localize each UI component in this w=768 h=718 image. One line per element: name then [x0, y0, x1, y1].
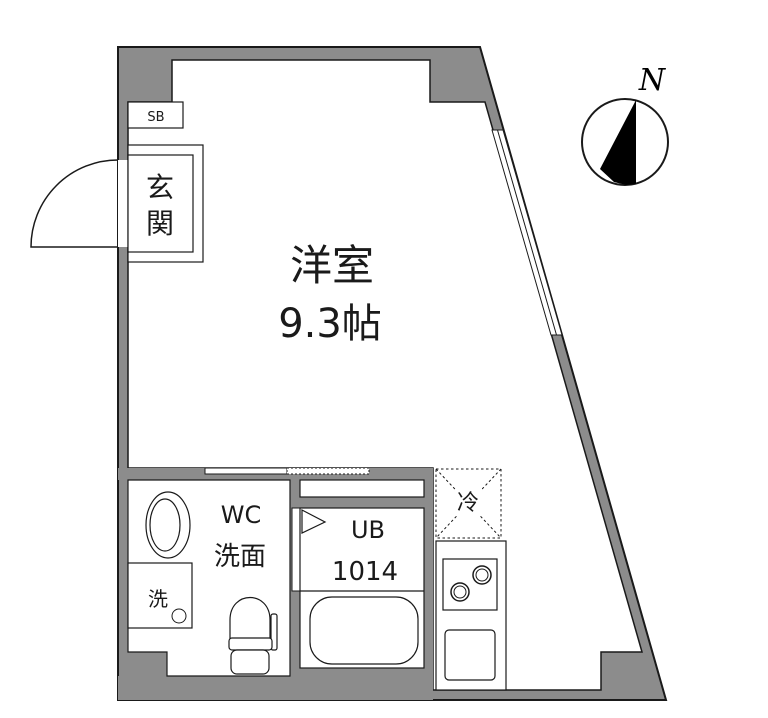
burner-icon [450, 582, 470, 602]
door-swing-icon [301, 509, 327, 534]
wc-sub-label: 洗面 [214, 542, 266, 572]
entrance-label-1: 玄 [146, 171, 174, 204]
bath-label: UB [351, 516, 385, 544]
shoe-box-label: SB [147, 110, 164, 125]
washer-label: 洗 [148, 587, 168, 611]
bathtub-icon [309, 596, 419, 665]
stove [442, 558, 498, 611]
western-room-size: 9.3帖 [278, 301, 382, 347]
fridge-label: 冷 [457, 491, 479, 516]
window-east [491, 129, 563, 336]
window-solid [204, 467, 288, 475]
entrance-label: 玄関 [0, 0, 2, 1]
wc-label: WC [221, 501, 262, 529]
shoe-box [127, 101, 184, 129]
drain-icon [171, 608, 187, 624]
western-room-name: 洋室 [290, 241, 374, 290]
compass-north-label: N [638, 63, 667, 98]
sink [444, 629, 496, 681]
compass-icon: N [581, 63, 669, 186]
entrance-label-2: 関 [146, 207, 174, 240]
toilet-icon [228, 596, 278, 675]
bath-size: 1014 [332, 557, 398, 587]
window-dashed [286, 467, 370, 475]
entrance-door[interactable] [30, 159, 119, 248]
bath-door-opening[interactable] [291, 507, 301, 592]
entrance-opening [118, 160, 129, 247]
burner-icon [472, 565, 492, 585]
shelf [299, 479, 425, 498]
